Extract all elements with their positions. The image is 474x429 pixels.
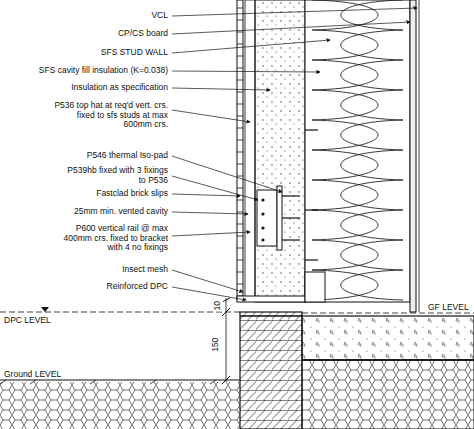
- dpc-label: Reinforced DPC: [18, 282, 168, 292]
- cavity-label: 25mm min. vented cavity: [18, 207, 168, 217]
- level-label: DPC LEVEL: [4, 316, 84, 326]
- vcl-label: VCL: [18, 11, 168, 21]
- level-label: GF LEVEL: [428, 303, 472, 313]
- stud-wall-label: SFS STUD WALL: [18, 48, 168, 58]
- bracket-label: P539hb fixed with 3 fixings to P536: [58, 166, 168, 185]
- dimension: 10: [213, 300, 223, 311]
- rail-label: P600 vertical rail @ max 400mm crs. fixe…: [56, 224, 168, 253]
- top-hat-label: P536 top hat at req'd vert. crs. fixed t…: [48, 101, 168, 130]
- insect-mesh-label: Insect mesh: [18, 265, 168, 275]
- brick-slips-label: Fastclad brick slips: [18, 189, 168, 199]
- dimension: 150: [211, 337, 221, 353]
- level-label: Ground LEVEL: [4, 370, 84, 380]
- insulation-label: Insulation as specification: [18, 83, 168, 93]
- cavity-fill-label: SFS cavity fill insulation (K=0.038): [2, 66, 168, 76]
- iso-pad-label: P546 thermal Iso-pad: [18, 151, 168, 161]
- board-label: CP/CS board: [18, 29, 168, 39]
